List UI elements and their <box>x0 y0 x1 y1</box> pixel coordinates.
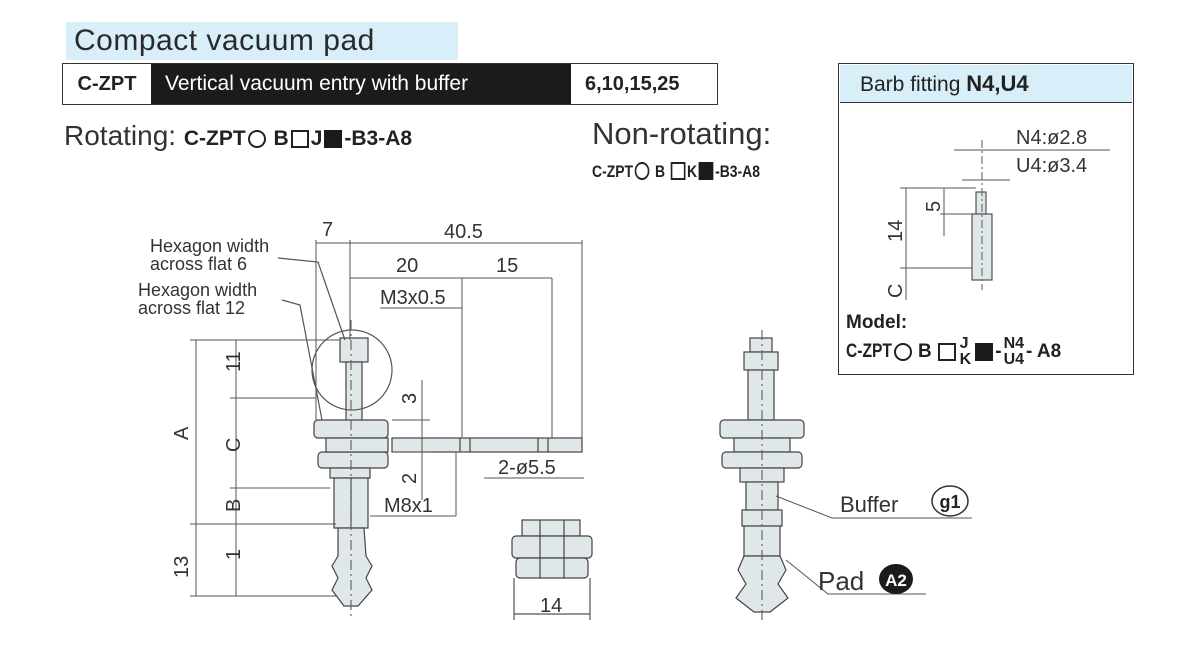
circle-placeholder-icon <box>893 343 912 361</box>
barb-model-j: J <box>959 335 969 352</box>
filled-square-placeholder-icon <box>698 162 714 180</box>
nonrot-k: K <box>686 162 698 181</box>
buffer-code-badge <box>931 485 969 517</box>
barb-model-label: Model: <box>846 312 908 333</box>
u4-diameter: U4:ø3.4 <box>1016 155 1088 177</box>
dim-B: B <box>223 499 245 512</box>
dim-20: 20 <box>396 255 418 277</box>
buffer-label: Buffer <box>840 492 898 517</box>
dim-1: 1 <box>223 549 245 560</box>
rotating-label: Rotating: <box>64 120 177 151</box>
mounting-bracket <box>391 437 583 453</box>
filled-square-placeholder-icon <box>975 343 994 361</box>
side-view <box>719 330 805 620</box>
barb-dim-C: C <box>885 284 907 298</box>
nut-width-14: 14 <box>540 595 562 617</box>
barb-model-dash: - <box>995 341 1002 362</box>
nonrot-suffix: -B3-A8 <box>715 162 760 181</box>
circle-placeholder-icon <box>247 130 266 148</box>
dim-40-5: 40.5 <box>444 221 483 243</box>
nonrot-prefix: C-ZPT <box>592 162 634 181</box>
n4-diameter: N4:ø2.8 <box>1016 127 1088 149</box>
holes-label: 2-ø5.5 <box>498 457 556 479</box>
barb-fitting-panel <box>838 63 1134 375</box>
rotating-suffix: -B3-A8 <box>344 127 413 150</box>
title-background <box>66 22 458 60</box>
model-description: Vertical vacuum entry with buffer <box>151 64 571 104</box>
page-title: Compact vacuum pad <box>74 24 375 57</box>
dim-2: 2 <box>399 473 421 484</box>
barb-dim-5: 5 <box>923 201 945 212</box>
dimension-lines <box>190 240 584 597</box>
small-hex-nut <box>339 337 369 363</box>
side-leaders <box>775 495 972 595</box>
non-rotating-label: Non-rotating: <box>592 116 772 151</box>
filled-square-placeholder-icon <box>324 130 343 148</box>
barb-title-bold: N4,U4 <box>966 71 1029 96</box>
rotating-j: J <box>310 127 323 150</box>
nut-detail-view <box>511 519 593 620</box>
barb-model-b: B <box>917 341 932 362</box>
hex6-label-1: Hexagon width <box>150 236 269 256</box>
barb-model-suffix: - A8 <box>1026 341 1062 362</box>
hex12-label-2: across flat 12 <box>138 298 245 318</box>
barb-dimension-lines <box>900 149 1110 300</box>
square-placeholder-icon <box>670 162 686 180</box>
nonrot-b: B <box>654 162 666 181</box>
barb-fitting-header: Barb fitting N4,U4 <box>840 65 1132 103</box>
dim-15: 15 <box>496 255 518 277</box>
pad-label: Pad <box>818 566 864 596</box>
dim-C: C <box>223 438 245 452</box>
barb-model-n4: N4 <box>1003 335 1025 352</box>
rotating-prefix: C-ZPT <box>183 127 246 150</box>
dim-11: 11 <box>223 351 245 372</box>
vacuum-pad <box>331 527 373 607</box>
circle-placeholder-icon <box>634 162 650 180</box>
model-code: C-ZPT <box>77 72 137 95</box>
spec-header-row: C-ZPT Vertical vacuum entry with buffer … <box>62 63 718 105</box>
buffer-code: g1 <box>939 492 960 512</box>
hex6-label-2: across flat 6 <box>150 254 247 274</box>
dim-7: 7 <box>322 219 333 241</box>
square-placeholder-icon <box>290 130 309 148</box>
barb-model-prefix: C-ZPT <box>846 341 892 362</box>
lower-nut <box>317 451 389 469</box>
barb-model-k: K <box>959 351 972 368</box>
thread-m3: M3x0.5 <box>380 287 446 309</box>
pad-sizes: 6,10,15,25 <box>585 72 680 95</box>
dim-13: 13 <box>171 556 193 578</box>
barb-fitting-drawing <box>971 140 993 290</box>
hex12-label-1: Hexagon width <box>138 280 257 300</box>
thread-m8: M8x1 <box>384 495 433 517</box>
pad-code-badge <box>879 564 913 594</box>
dim-A: A <box>171 426 193 440</box>
barb-dim-14: 14 <box>885 220 907 242</box>
pad-code: A2 <box>885 571 907 590</box>
rotating-b: B <box>273 127 289 150</box>
barb-model-u4: U4 <box>1003 351 1025 368</box>
barb-title: Barb fitting <box>860 73 961 96</box>
non-rotating-model: C-ZPT B K -B3-A8 <box>592 162 760 182</box>
dim-3: 3 <box>399 393 421 404</box>
square-placeholder-icon <box>937 343 956 361</box>
front-view <box>277 257 583 620</box>
